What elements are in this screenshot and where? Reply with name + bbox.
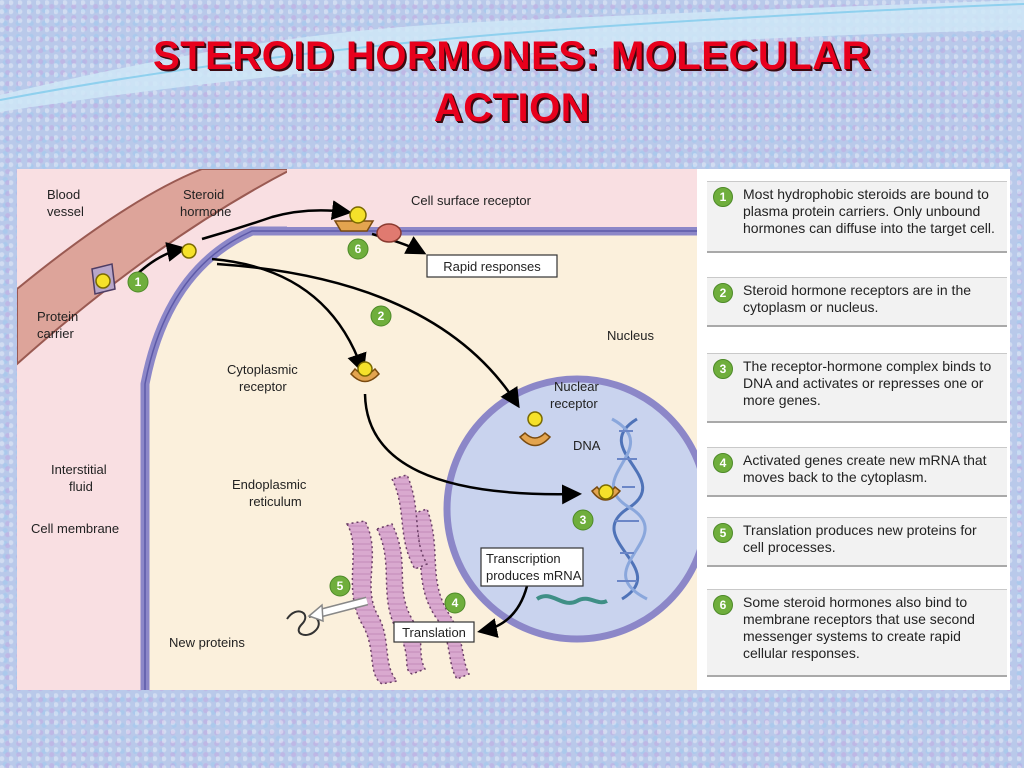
interstitial-fluid-label-1: Interstitial (51, 462, 107, 477)
step-3-badge: 3 (713, 359, 733, 379)
transcription-label-1: Transcription (486, 551, 561, 566)
svg-text:6: 6 (355, 242, 362, 256)
mrna-strand (535, 594, 608, 605)
step-marker-2: 2 (370, 305, 392, 327)
step-3-text: The receptor-hormone complex binds to DN… (743, 358, 992, 408)
nuclear-receptor-label-1: Nuclear (554, 379, 599, 394)
cytoplasmic-receptor-label-1: Cytoplasmic (227, 362, 298, 377)
step-1-text: Most hydrophobic steroids are bound to p… (743, 186, 995, 236)
rapid-responses-label: Rapid responses (443, 259, 541, 274)
nuclear-receptor-label-2: receptor (550, 396, 598, 411)
cell-surface-receptor-label: Cell surface receptor (411, 193, 532, 208)
nuclear-receptor-shape (518, 411, 552, 447)
step-6: 6 Some steroid hormones also bind to mem… (707, 589, 1007, 677)
steroid-hormone-molecule (181, 243, 197, 259)
step-marker-1: 1 (127, 271, 149, 293)
step-1: 1 Most hydrophobic steroids are bound to… (707, 181, 1007, 253)
protein-carrier (91, 263, 116, 295)
step-1-badge: 1 (713, 187, 733, 207)
translation-box (393, 621, 475, 643)
endoplasmic-reticulum-label-1: Endoplasmic (232, 477, 307, 492)
new-proteins-label: New proteins (169, 635, 245, 650)
step-2-text: Steroid hormone receptors are in the cyt… (743, 282, 972, 315)
nucleus-label: Nucleus (607, 328, 654, 343)
new-protein-shape (286, 610, 320, 636)
title-line-1: STEROID HORMONES: MOLECULAR (153, 34, 871, 78)
step-marker-4: 4 (444, 592, 466, 614)
steroid-hormone-label-2: hormone (180, 204, 231, 219)
svg-text:4: 4 (452, 596, 459, 610)
dna-helix (611, 417, 648, 601)
step-2-badge: 2 (713, 283, 733, 303)
protein-carrier-label-2: carrier (37, 326, 75, 341)
interstitial-fluid-label-2: fluid (69, 479, 93, 494)
step-4-badge: 4 (713, 453, 733, 473)
svg-text:5: 5 (337, 579, 344, 593)
step-marker-3: 3 (572, 509, 594, 531)
blood-vessel-label-2: vessel (47, 204, 84, 219)
step-4: 4 Activated genes create new mRNA that m… (707, 447, 1007, 497)
transcription-label-2: produces mRNA (486, 568, 582, 583)
dna-label: DNA (573, 438, 601, 453)
protein-carrier-label-1: Protein (37, 309, 78, 324)
step-6-badge: 6 (713, 595, 733, 615)
svg-text:2: 2 (378, 309, 385, 323)
svg-text:1: 1 (135, 275, 142, 289)
slide-title: STEROID HORMONES: MOLECULAR ACTION (0, 30, 1024, 134)
step-5-text: Translation produces new proteins for ce… (743, 522, 977, 555)
transcription-box (480, 547, 584, 587)
rapid-responses-box (426, 254, 558, 278)
step-2: 2 Steroid hormone receptors are in the c… (707, 277, 1007, 327)
translation-label: Translation (402, 625, 466, 640)
dna-bound-complex (590, 484, 622, 501)
step-4-text: Activated genes create new mRNA that mov… (743, 452, 987, 485)
endoplasmic-reticulum-label-2: reticulum (249, 494, 302, 509)
nucleus-shape (443, 375, 711, 643)
cytoplasmic-receptor-label-2: receptor (239, 379, 287, 394)
cell-membrane-label: Cell membrane (31, 521, 119, 536)
figure-panel: 1 2 3 4 5 6 Rapid responses Transcriptio… (17, 169, 1010, 690)
svg-text:3: 3 (580, 513, 587, 527)
pathway-arrows (131, 200, 582, 638)
step-marker-6: 6 (347, 238, 369, 260)
step-6-text: Some steroid hormones also bind to membr… (743, 594, 975, 661)
cell-surface-receptor-shape (333, 206, 402, 243)
steroid-action-diagram: 1 2 3 4 5 6 Rapid responses Transcriptio… (17, 169, 711, 690)
steroid-hormone-label-1: Steroid (183, 187, 224, 202)
step-marker-5: 5 (329, 575, 351, 597)
title-line-2: ACTION (433, 86, 591, 130)
cytoplasmic-receptor-shape (350, 361, 380, 383)
step-5-badge: 5 (713, 523, 733, 543)
blood-vessel-label-1: Blood (47, 187, 80, 202)
step-3: 3 The receptor-hormone complex binds to … (707, 353, 1007, 423)
step-5: 5 Translation produces new proteins for … (707, 517, 1007, 567)
blood-vessel-shape (17, 169, 293, 366)
